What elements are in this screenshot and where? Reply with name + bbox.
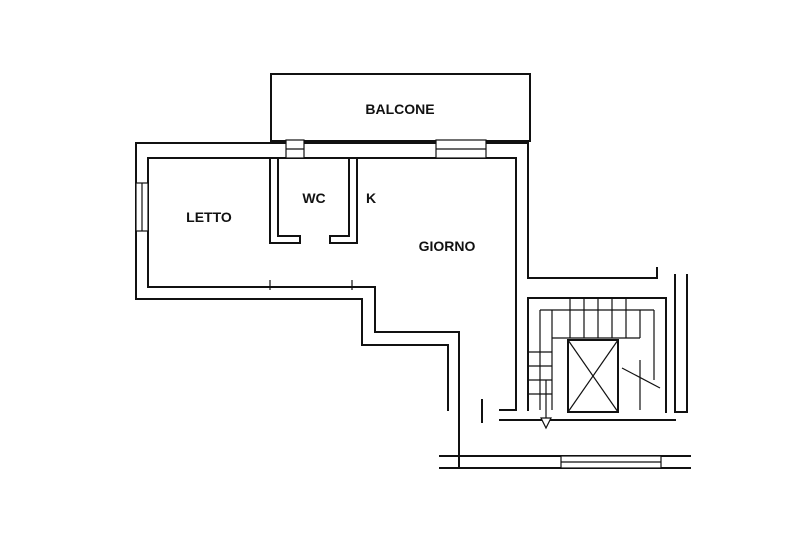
label-balcone: BALCONE <box>365 101 434 117</box>
label-kitchen: K <box>366 190 376 206</box>
wc-walls <box>269 157 358 244</box>
label-letto: LETTO <box>186 209 232 225</box>
room-labels: BALCONE LETTO WC K GIORNO <box>186 101 475 254</box>
staircase <box>527 297 667 430</box>
label-giorno: GIORNO <box>419 238 476 254</box>
balcony-area <box>270 73 531 142</box>
elevator <box>567 339 619 413</box>
exterior-walls <box>135 142 691 469</box>
windows <box>135 139 662 469</box>
label-wc: WC <box>302 190 325 206</box>
